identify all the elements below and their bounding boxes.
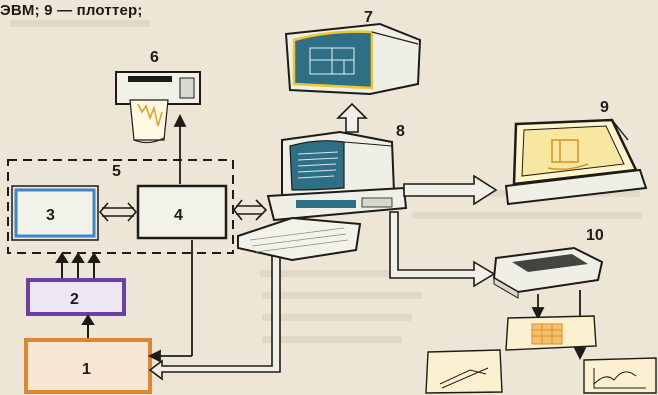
arrow-4-to-8 bbox=[234, 200, 266, 220]
output-sheet-table bbox=[506, 316, 596, 350]
arrow-8-to-1 bbox=[150, 248, 280, 379]
arrows-2-to-5 bbox=[57, 254, 99, 278]
label-4: 4 bbox=[174, 207, 183, 224]
arrow-3-4 bbox=[100, 203, 136, 221]
output-sheet-graph-right bbox=[584, 358, 656, 393]
arrow-4-to-1 bbox=[150, 240, 192, 361]
label-8: 8 bbox=[396, 123, 405, 140]
arrow-4-to-6 bbox=[175, 116, 185, 184]
label-3: 3 bbox=[46, 207, 55, 224]
computer-terminal-icon bbox=[238, 132, 406, 260]
arrow-8-to-9 bbox=[404, 176, 496, 204]
block-3 bbox=[16, 190, 94, 236]
arrow-8-to-10 bbox=[390, 212, 494, 286]
output-sheet-graph-left bbox=[426, 350, 502, 393]
arrow-1-to-2 bbox=[83, 316, 93, 338]
arrow-8-to-7 bbox=[338, 104, 366, 132]
label-2: 2 bbox=[70, 291, 79, 308]
display-monitor-icon bbox=[286, 24, 420, 94]
label-7: 7 bbox=[364, 9, 373, 26]
label-10: 10 bbox=[586, 227, 604, 244]
label-1: 1 bbox=[82, 361, 91, 378]
label-6: 6 bbox=[150, 49, 159, 66]
flatbed-plotter-icon bbox=[506, 120, 646, 204]
label-5: 5 bbox=[112, 163, 121, 180]
chart-recorder-icon bbox=[116, 72, 200, 143]
label-9: 9 bbox=[600, 99, 609, 116]
printer-icon bbox=[494, 248, 602, 298]
